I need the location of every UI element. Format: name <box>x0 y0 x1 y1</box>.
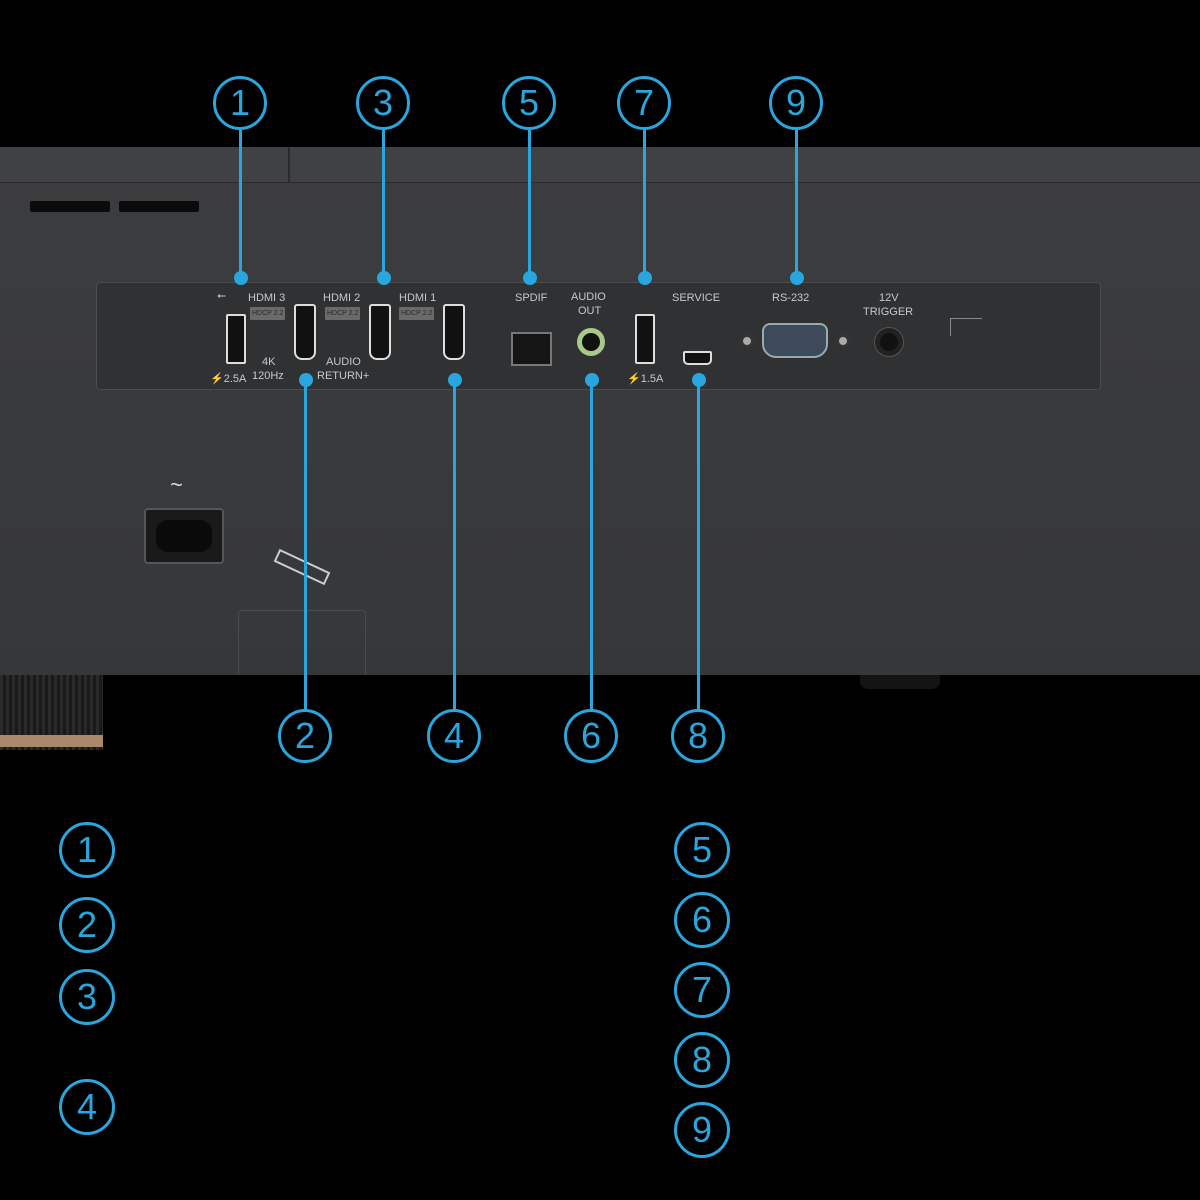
top-strip <box>0 147 1200 183</box>
hex-screw <box>835 333 851 349</box>
foot-ring <box>0 735 103 747</box>
spdif-label: SPDIF <box>515 292 548 304</box>
vent <box>119 201 199 212</box>
callout-dot <box>234 271 248 285</box>
callout-dot <box>523 271 537 285</box>
legend-1: 1 <box>59 822 115 878</box>
trigger-label2: TRIGGER <box>863 306 914 318</box>
usb-port-2.5a[interactable] <box>226 314 246 364</box>
legend-5: 5 <box>674 822 730 878</box>
audio-out-jack[interactable] <box>577 328 605 356</box>
cover-plate <box>238 610 366 675</box>
usb-port-1.5a[interactable] <box>635 314 655 364</box>
power-inlet[interactable] <box>144 508 224 564</box>
120hz-label: 120Hz <box>252 370 284 382</box>
vent <box>30 201 110 212</box>
usb-icon: ⭠ <box>217 290 226 302</box>
12v-trigger-jack[interactable] <box>875 328 903 356</box>
hdmi2-port[interactable] <box>369 304 391 360</box>
hdcp-badge: HDCP 2.2 <box>250 307 286 320</box>
callout-line <box>453 380 456 710</box>
mini-usb-service-port[interactable] <box>683 351 712 365</box>
callout-dot <box>692 373 706 387</box>
hdmi3-port[interactable] <box>294 304 316 360</box>
callout-dot <box>585 373 599 387</box>
callout-line <box>795 130 798 278</box>
callout-line <box>697 380 700 710</box>
callout-4: 4 <box>427 709 481 763</box>
usb-power-label: ⚡1.5A <box>627 373 664 385</box>
ac-symbol: ~ <box>170 472 183 497</box>
hex-screw <box>739 333 755 349</box>
legend-4: 4 <box>59 1079 115 1135</box>
audio-out-label2: OUT <box>578 305 602 317</box>
hdmi1-port[interactable] <box>443 304 465 360</box>
rs232-label: RS-232 <box>772 292 810 304</box>
legend-9: 9 <box>674 1102 730 1158</box>
service-label: SERVICE <box>672 292 721 304</box>
callout-5: 5 <box>502 76 556 130</box>
usb-power-label: ⚡2.5A <box>210 373 247 385</box>
callout-dot <box>448 373 462 387</box>
projector-rear <box>0 147 1200 675</box>
callout-1: 1 <box>213 76 267 130</box>
audio-out-label: AUDIO <box>571 291 606 303</box>
return-label: RETURN+ <box>317 370 370 382</box>
bracket-mark <box>950 318 982 336</box>
callout-line <box>304 380 307 710</box>
hdcp-badge: HDCP 2.2 <box>399 307 435 320</box>
legend-8: 8 <box>674 1032 730 1088</box>
legend-7: 7 <box>674 962 730 1018</box>
callout-line <box>239 130 242 278</box>
foot <box>860 675 940 689</box>
callout-line <box>528 130 531 278</box>
callout-line <box>382 130 385 278</box>
legend-3: 3 <box>59 969 115 1025</box>
callout-line <box>590 380 593 710</box>
hdcp-badge: HDCP 2.2 <box>325 307 361 320</box>
callout-dot <box>790 271 804 285</box>
callout-8: 8 <box>671 709 725 763</box>
callout-dot <box>638 271 652 285</box>
4k-label: 4K <box>262 356 276 368</box>
hdmi1-label: HDMI 1 <box>399 292 437 304</box>
rs232-port[interactable] <box>762 323 828 358</box>
legend-6: 6 <box>674 892 730 948</box>
hdmi3-label: HDMI 3 <box>248 292 286 304</box>
spdif-port[interactable] <box>511 332 552 366</box>
callout-7: 7 <box>617 76 671 130</box>
callout-3: 3 <box>356 76 410 130</box>
callout-2: 2 <box>278 709 332 763</box>
callout-9: 9 <box>769 76 823 130</box>
hdmi2-label: HDMI 2 <box>323 292 361 304</box>
legend-2: 2 <box>59 897 115 953</box>
seam <box>288 147 290 183</box>
trigger-label: 12V <box>879 292 899 304</box>
callout-6: 6 <box>564 709 618 763</box>
audio-label: AUDIO <box>326 356 361 368</box>
callout-line <box>643 130 646 278</box>
callout-dot <box>377 271 391 285</box>
callout-dot <box>299 373 313 387</box>
